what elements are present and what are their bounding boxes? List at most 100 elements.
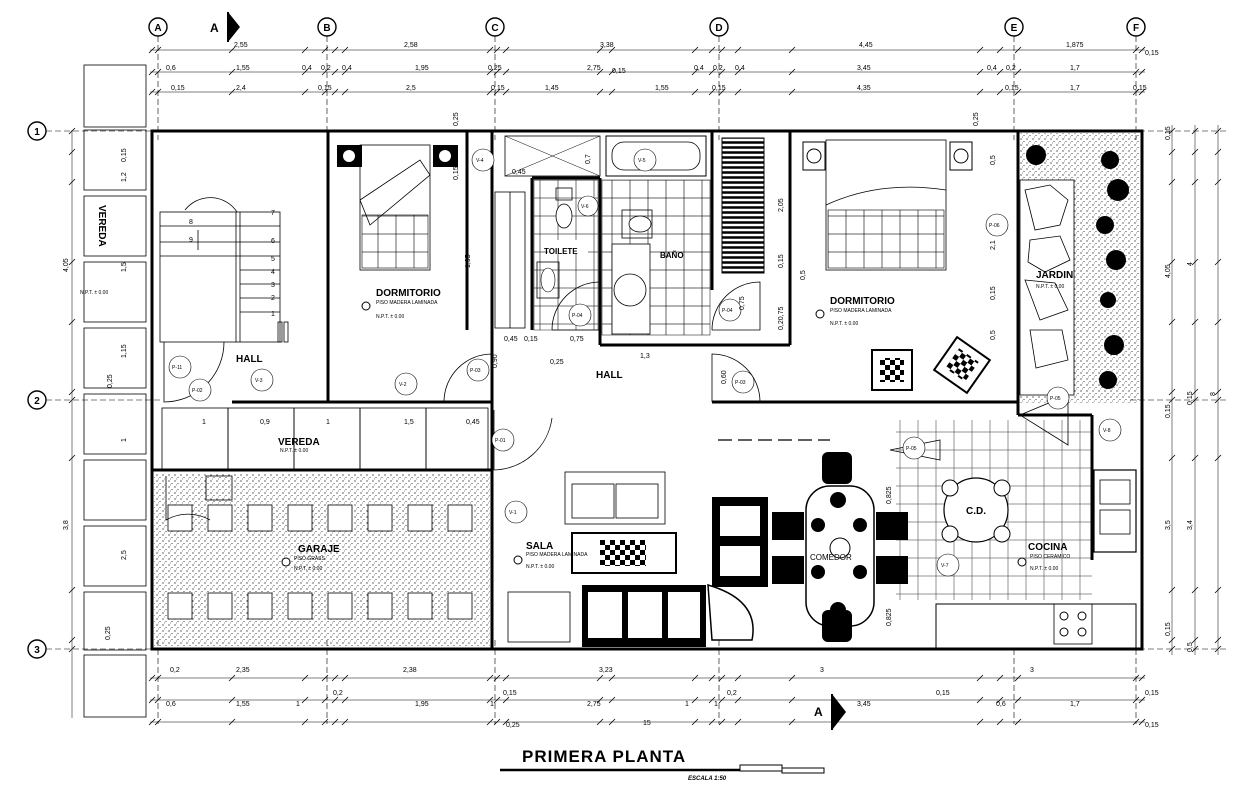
dim-tick xyxy=(708,696,716,704)
dim-label: 0,25 xyxy=(488,65,502,72)
dim-label: 0,2 xyxy=(1006,65,1016,72)
dim-label: 3,8 xyxy=(63,520,70,530)
dim-label: 1 xyxy=(326,419,330,426)
bottom-dims-2: 0,6 1,55 1 1,95 1 2,75 1 1 3,45 0,6 1,7 … xyxy=(166,690,1159,708)
dim-tick xyxy=(996,718,1004,726)
dim-label: 0,4 xyxy=(302,65,312,72)
room-npt: N.P.T. ± 0.00 xyxy=(526,564,554,570)
garage-slab xyxy=(447,592,473,620)
dim-label: 2,4 xyxy=(236,85,246,92)
dim-tick xyxy=(976,46,984,54)
dim-tick xyxy=(691,46,699,54)
room-npt: N.P.T. ± 0.00 xyxy=(376,314,404,320)
dim-label: 0,5 xyxy=(1187,642,1194,652)
dim-label: 2,5 xyxy=(121,550,128,560)
dim-label: 1,875 xyxy=(1066,42,1084,49)
dim-tick xyxy=(321,88,329,96)
dim-tick xyxy=(301,674,309,682)
dim-tick xyxy=(608,68,616,76)
room-npt: N.P.T. ± 0.00 xyxy=(830,321,858,327)
dim-tick xyxy=(718,46,726,54)
dim-tick xyxy=(608,674,616,682)
left-dims: 4,05 3,8 0,15 1,2 1,5 1,15 0,25 1 2,5 0,… xyxy=(63,148,128,640)
room-name: C.D. xyxy=(966,506,986,517)
garage-slab xyxy=(167,504,193,532)
dim-tick xyxy=(148,68,156,76)
dim-label: 0,15 xyxy=(936,690,950,697)
dim-tick xyxy=(691,718,699,726)
dim-tick xyxy=(341,718,349,726)
dim-label: 1,95 xyxy=(415,701,429,708)
dim-tick xyxy=(502,46,510,54)
dim-label: 8 xyxy=(1210,392,1217,396)
dim-label: 1 xyxy=(685,701,689,708)
dim-tick xyxy=(228,88,236,96)
dim-label: 0,15 xyxy=(503,690,517,697)
garage-slab xyxy=(247,504,273,532)
tag-label: V-5 xyxy=(638,158,646,164)
dim-label: 0,6 xyxy=(166,65,176,72)
dim-tick xyxy=(502,696,510,704)
dim-label: 0,45 xyxy=(504,336,518,343)
right-dims: 4,05 4 8 3,5 3,4 0,15 0,15 0,5 0,15 0,15 xyxy=(1165,126,1217,652)
garage-slab xyxy=(287,592,313,620)
room-name: COCINA xyxy=(1028,542,1067,553)
dim-label: 1 xyxy=(714,701,718,708)
dim-label: 3,4 xyxy=(1187,520,1194,530)
dim-tick xyxy=(1132,718,1140,726)
dim-tick xyxy=(788,88,796,96)
room-name: SALA xyxy=(526,541,553,552)
room-name: VEREDA xyxy=(96,205,107,247)
dim-tick xyxy=(1168,148,1176,156)
dim-tick xyxy=(1191,148,1199,156)
dim-tick xyxy=(1214,318,1222,326)
dim-label: 4,45 xyxy=(859,42,873,49)
element-tags: V-4 V-5 V-6 P-06 P-04 P-04 P-03 P-03 V-3… xyxy=(168,148,1122,577)
dim-tick xyxy=(1214,586,1222,594)
dim-label: 0,2 xyxy=(713,65,723,72)
dim-tick xyxy=(486,88,494,96)
dim-label: 1,45 xyxy=(545,85,559,92)
dim-tick xyxy=(486,674,494,682)
room-name: HALL xyxy=(236,354,263,365)
garage-slab xyxy=(367,592,393,620)
dim-label: 0,6 xyxy=(996,701,1006,708)
dim-label: 0,45 xyxy=(466,419,480,426)
dim-tick xyxy=(301,88,309,96)
dim-label: 3,5 xyxy=(1165,520,1172,530)
dim-label: 0,15 xyxy=(1133,85,1147,92)
dim-tick xyxy=(596,674,604,682)
dim-tick xyxy=(708,46,716,54)
dim-tick xyxy=(154,696,162,704)
dim-tick xyxy=(976,68,984,76)
dim-tick xyxy=(788,718,796,726)
dim-tick xyxy=(734,68,742,76)
dim-tick xyxy=(486,46,494,54)
dim-tick xyxy=(331,718,339,726)
dim-label: 0,4 xyxy=(987,65,997,72)
dim-label: 0,90 xyxy=(492,354,499,368)
dim-label: 0,25 xyxy=(973,112,980,126)
dim-label: 0,2 xyxy=(170,667,180,674)
tag-label: V-3 xyxy=(255,378,263,384)
bed-right xyxy=(802,139,973,271)
garage-slab xyxy=(407,592,433,620)
room-labels: DORMITORIO PISO MADERA LAMINADA N.P.T. ±… xyxy=(80,205,1073,572)
dim-tick xyxy=(321,46,329,54)
garage-slab xyxy=(327,592,353,620)
dim-label: 3,23 xyxy=(599,667,613,674)
room-name: VEREDA xyxy=(278,437,320,448)
dim-tick xyxy=(68,148,76,156)
dim-tick xyxy=(596,68,604,76)
dim-tick xyxy=(148,718,156,726)
dim-tick xyxy=(301,696,309,704)
dim-tick xyxy=(718,88,726,96)
dim-label: 2,75 xyxy=(587,65,601,72)
dim-tick xyxy=(1138,68,1146,76)
drawing-title: PRIMERA PLANTA ESCALA 1:50 xyxy=(500,747,825,782)
dim-label: 2,5 xyxy=(406,85,416,92)
dim-label: 1,5 xyxy=(404,419,414,426)
dim-tick xyxy=(718,718,726,726)
dim-label: 0,5 xyxy=(990,330,997,340)
